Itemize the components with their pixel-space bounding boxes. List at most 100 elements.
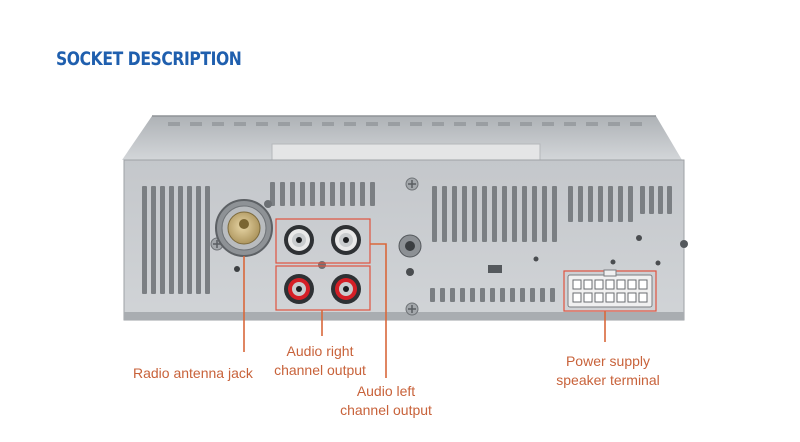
- vent-slot: [290, 182, 295, 206]
- vent-slot: [568, 186, 573, 222]
- vent-slot: [196, 186, 201, 294]
- ridge: [630, 122, 642, 126]
- ridge: [278, 122, 290, 126]
- rca-jack-red: [284, 274, 314, 304]
- terminal-pin: [638, 279, 648, 290]
- vent-slot: [550, 288, 555, 302]
- vent-slot: [598, 186, 603, 222]
- ridge: [564, 122, 576, 126]
- small-hole: [655, 260, 661, 266]
- ridge: [322, 122, 334, 126]
- screw-top: [405, 177, 419, 191]
- ridge: [520, 122, 532, 126]
- rca-outputs: [284, 225, 361, 304]
- label-line: channel output: [274, 362, 366, 378]
- ridge: [432, 122, 444, 126]
- vent-slot: [542, 186, 547, 242]
- vent-slot: [512, 186, 517, 242]
- vent-slot: [649, 186, 654, 214]
- vent-slot: [187, 186, 192, 294]
- vent-slot: [482, 186, 487, 242]
- vent-slot: [588, 186, 593, 222]
- center-post: [398, 234, 422, 276]
- label-audio-left: Audio left channel output: [333, 382, 439, 420]
- ridge: [300, 122, 312, 126]
- power-speaker-terminal: [563, 269, 657, 312]
- ridge: [498, 122, 510, 126]
- screw-bottom: [405, 302, 419, 316]
- ridge: [234, 122, 246, 126]
- ridge: [454, 122, 466, 126]
- vent-slot: [450, 288, 455, 302]
- ridge: [190, 122, 202, 126]
- vent-slot: [462, 186, 467, 242]
- vent-slot: [608, 186, 613, 222]
- section-heading: SOCKET DESCRIPTION: [56, 48, 242, 70]
- terminal-pins: [572, 279, 648, 303]
- vent-slot: [310, 182, 315, 206]
- label-line: Audio right: [286, 343, 354, 359]
- callout-lines: [243, 243, 606, 378]
- ridge: [542, 122, 554, 126]
- ridge: [256, 122, 268, 126]
- ridge: [586, 122, 598, 126]
- vent-slot: [480, 288, 485, 302]
- vent-slot: [502, 186, 507, 242]
- rca-jack-red: [331, 274, 361, 304]
- callout-audio-left: [370, 243, 387, 378]
- terminal-pin: [594, 292, 604, 303]
- terminal-pin: [638, 292, 648, 303]
- vent-slot: [667, 186, 672, 214]
- vent-slot: [460, 288, 465, 302]
- ridge: [344, 122, 356, 126]
- rca-jack-white: [331, 225, 361, 255]
- ridge: [212, 122, 224, 126]
- vent-slot: [552, 186, 557, 242]
- terminal-pin: [616, 292, 626, 303]
- audio-left-highlight: [275, 265, 371, 311]
- vent-slot: [490, 288, 495, 302]
- vent-slot: [160, 186, 165, 294]
- top-cover: [122, 115, 682, 160]
- vent-slot: [370, 182, 375, 206]
- terminal-pin: [572, 279, 582, 290]
- vent-slot: [350, 182, 355, 206]
- side-notch: [488, 265, 502, 273]
- vent-slot: [280, 182, 285, 206]
- vent-slot: [205, 186, 210, 294]
- vent-slot: [442, 186, 447, 242]
- vent-slots: [142, 182, 672, 302]
- vent-slot: [360, 182, 365, 206]
- small-hole: [680, 240, 688, 248]
- terminal-pin: [616, 279, 626, 290]
- radio-antenna-jack: [215, 199, 273, 257]
- vent-slot: [452, 186, 457, 242]
- vent-slot: [532, 186, 537, 242]
- vent-slot: [470, 288, 475, 302]
- product-sticker: [271, 143, 541, 163]
- vent-slot: [520, 288, 525, 302]
- vent-slot: [169, 186, 174, 294]
- terminal-pin: [627, 279, 637, 290]
- rca-jack-white: [284, 225, 314, 255]
- label-line: speaker terminal: [556, 372, 660, 388]
- ridge: [476, 122, 488, 126]
- label-line: channel output: [340, 402, 432, 418]
- vent-slot: [142, 186, 147, 294]
- vent-slot: [432, 186, 437, 242]
- vent-slot: [510, 288, 515, 302]
- label-line: Power supply: [565, 353, 651, 369]
- bottom-lip: [124, 312, 684, 320]
- vent-slot: [540, 288, 545, 302]
- terminal-pin: [627, 292, 637, 303]
- ridge: [410, 122, 422, 126]
- vent-slot: [472, 186, 477, 242]
- vent-slot: [492, 186, 497, 242]
- ridge: [608, 122, 620, 126]
- vent-slot: [618, 186, 623, 222]
- vent-slot: [270, 182, 275, 206]
- ridge: [388, 122, 400, 126]
- small-hole: [264, 200, 272, 208]
- vent-slot: [178, 186, 183, 294]
